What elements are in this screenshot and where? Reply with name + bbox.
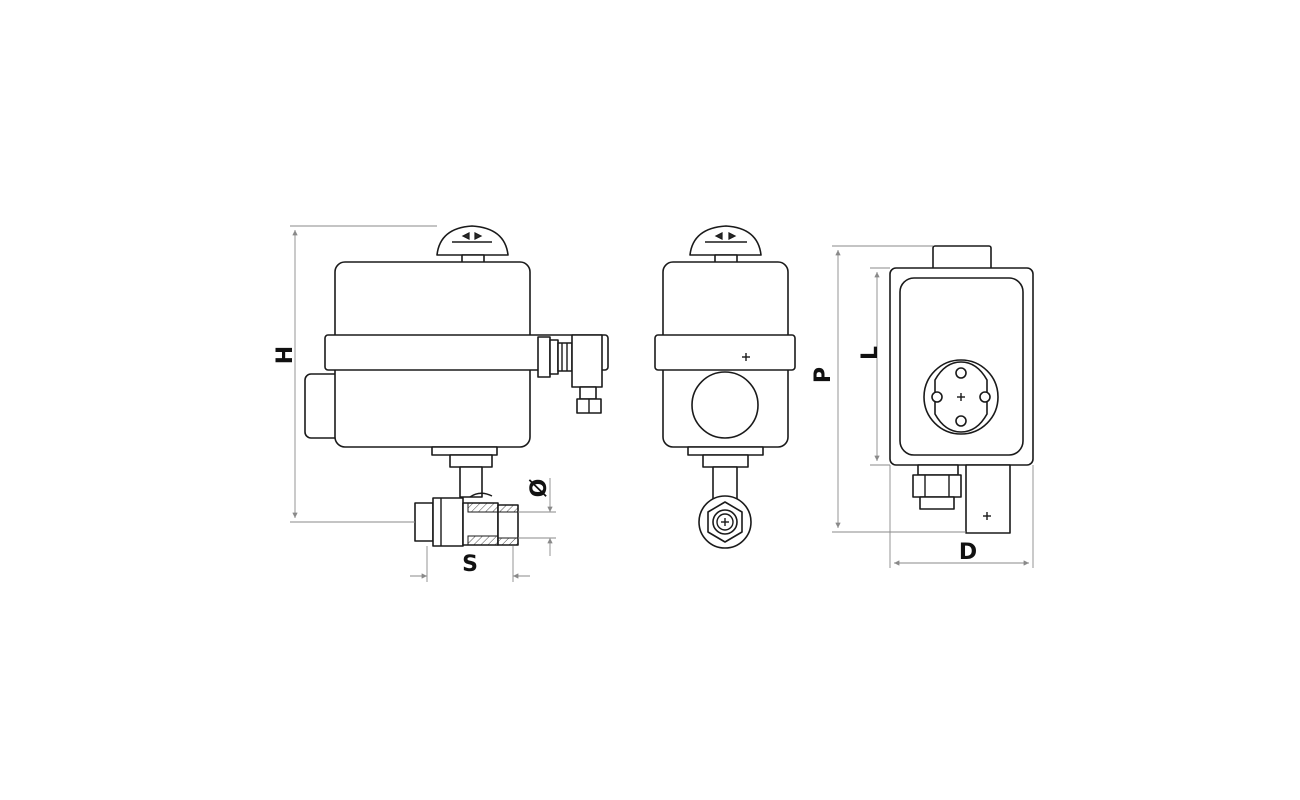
side-cable-gland	[537, 334, 603, 414]
front-band-mark	[742, 353, 750, 361]
label-phi: Ø	[527, 478, 552, 497]
front-round-boss	[691, 371, 759, 439]
top-connector	[965, 464, 1011, 534]
label-l: L	[858, 346, 883, 360]
dimension-h	[290, 225, 437, 523]
front-stem	[687, 446, 764, 500]
top-bottom-gland	[912, 464, 962, 510]
front-top-knob	[689, 225, 762, 264]
label-p: P	[811, 367, 836, 383]
side-valve-body	[414, 492, 519, 547]
label-d: D	[959, 540, 977, 565]
front-band	[654, 334, 796, 371]
top-dial	[923, 359, 999, 435]
dimension-phi	[518, 478, 556, 556]
label-h: H	[273, 346, 298, 364]
side-view: H Ø S	[273, 225, 609, 582]
label-s: S	[462, 552, 478, 577]
side-stem	[431, 446, 498, 498]
side-top-knob	[436, 225, 509, 264]
dimension-p	[832, 245, 966, 533]
dimension-d	[889, 465, 1034, 568]
front-view	[654, 225, 796, 549]
front-pipe-end	[698, 495, 752, 549]
top-view: P L D	[811, 245, 1034, 568]
dimension-s	[410, 546, 530, 582]
top-tab	[932, 245, 992, 271]
dimension-l	[870, 267, 890, 466]
